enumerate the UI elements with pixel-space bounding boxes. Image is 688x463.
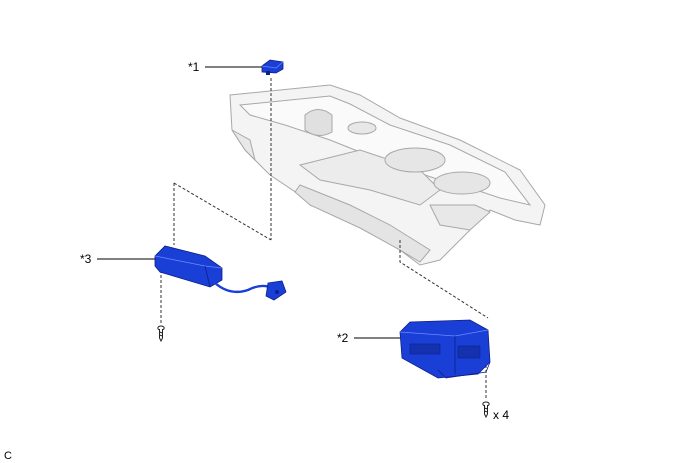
callout-part2: *2 bbox=[337, 331, 349, 345]
guide-lines bbox=[160, 78, 489, 400]
guide-line-part2 bbox=[399, 240, 489, 319]
leader-lines bbox=[97, 66, 400, 339]
screw-icon bbox=[157, 325, 165, 343]
quantity-label: x 4 bbox=[493, 408, 510, 422]
part1-bracket bbox=[261, 59, 284, 75]
screw-icon-x4 bbox=[482, 401, 490, 419]
part2-ecu bbox=[399, 319, 491, 379]
callout-part1: *1 bbox=[188, 60, 200, 74]
callout-part3: *3 bbox=[80, 252, 92, 266]
corner-label: C bbox=[4, 450, 12, 462]
guide-line-part3-diag bbox=[173, 182, 272, 241]
part3-module bbox=[154, 245, 287, 301]
center-console bbox=[229, 84, 546, 266]
